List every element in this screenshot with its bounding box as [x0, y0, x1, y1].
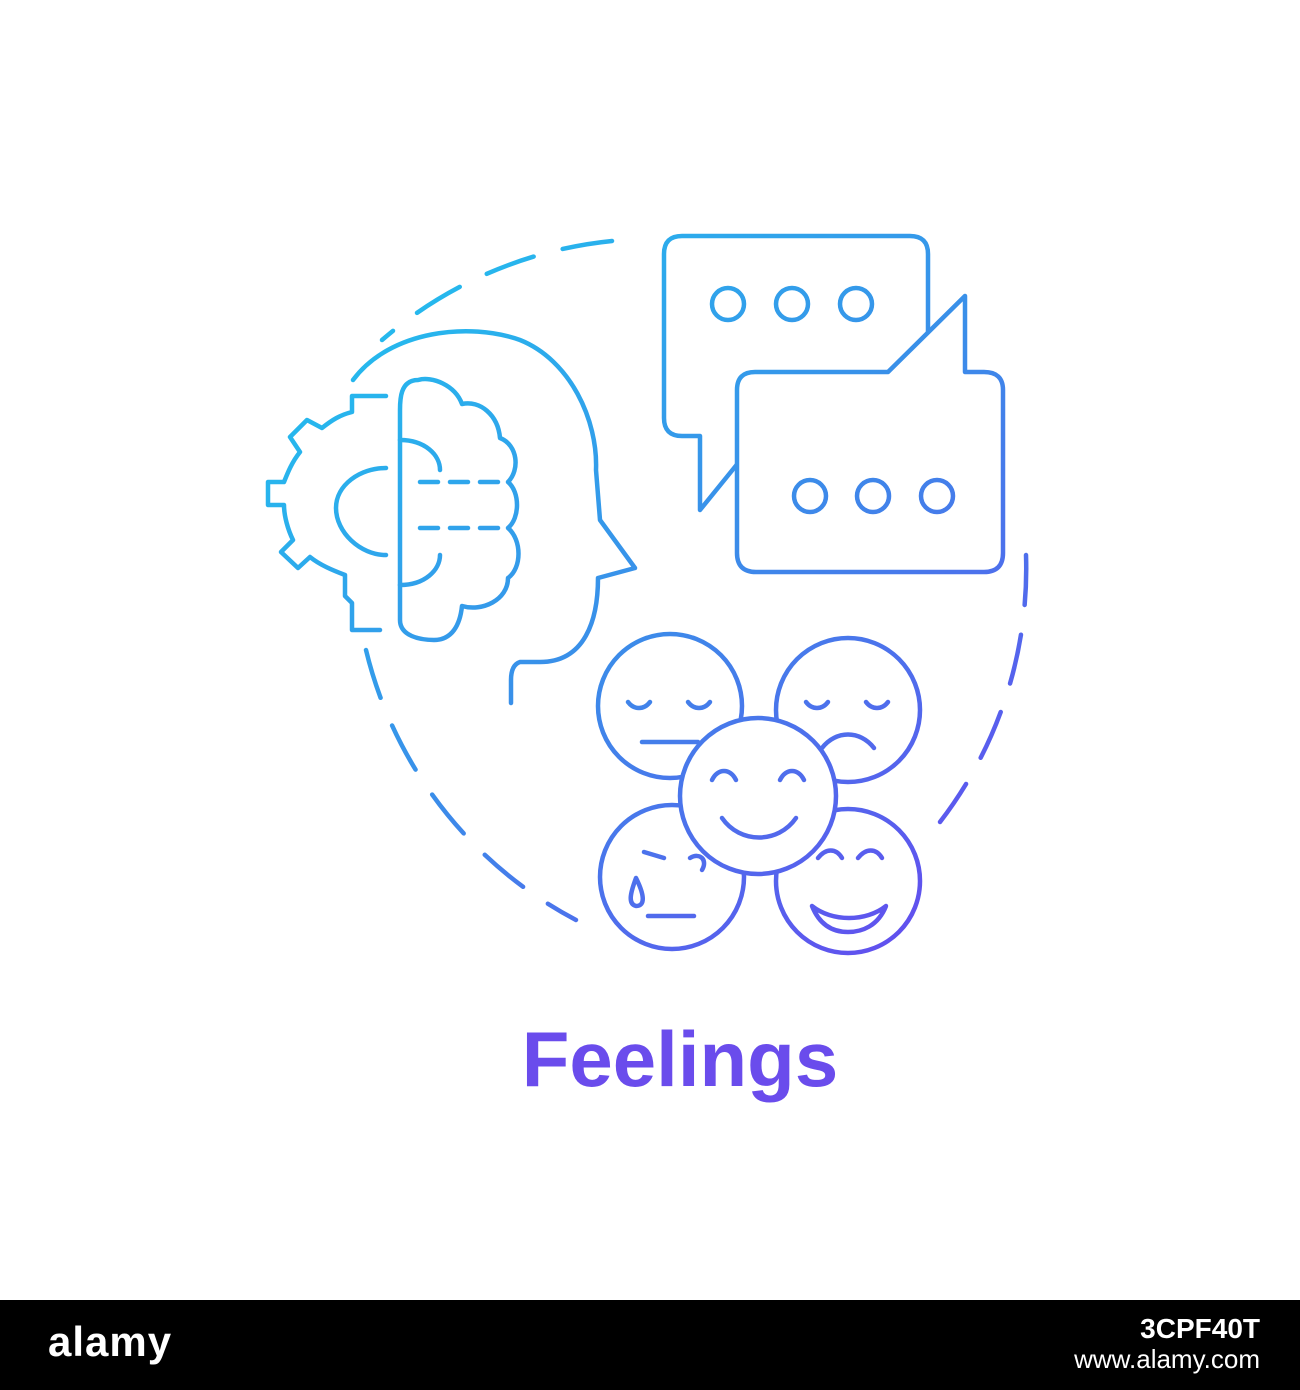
feelings-concept-illustration: Feelings: [265, 233, 1029, 1103]
emotion-faces-icon: [595, 631, 923, 956]
image-id: 3CPF40T: [1140, 1313, 1260, 1344]
stock-url: www.alamy.com: [1074, 1344, 1260, 1374]
watermark-meta: 3CPF40T www.alamy.com: [1074, 1313, 1260, 1375]
stock-brand-logo: alamy: [48, 1318, 173, 1365]
caption-title: Feelings: [522, 1015, 838, 1103]
brain-gear-head-icon: [265, 329, 638, 706]
dashed-circle-outline: [363, 238, 1029, 923]
watermark-bar: alamy 3CPF40T www.alamy.com: [0, 1300, 1300, 1390]
chat-bubbles-icon: [661, 233, 1006, 575]
